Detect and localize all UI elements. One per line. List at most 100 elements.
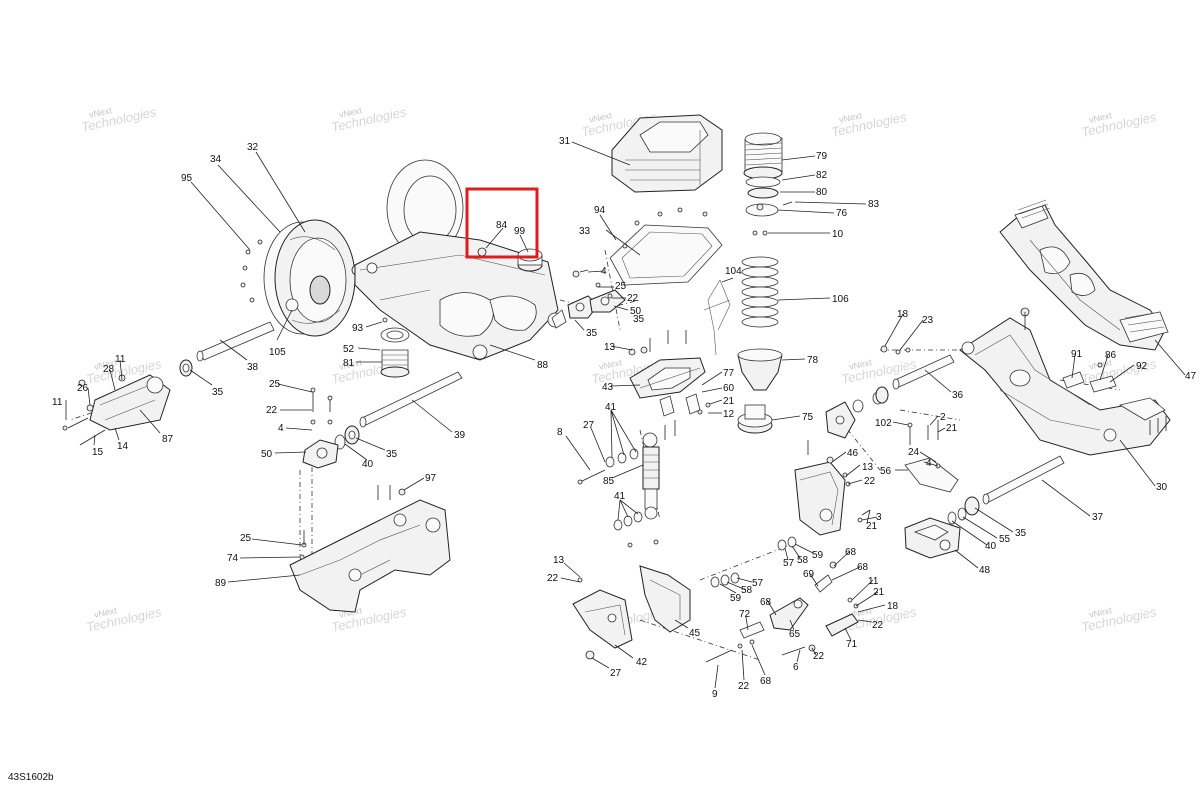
plate-42 xyxy=(572,577,633,660)
callout-22: 22 xyxy=(738,681,750,692)
callout-33: 33 xyxy=(579,226,591,237)
callout-26: 26 xyxy=(77,383,89,394)
callout-76: 76 xyxy=(836,208,848,219)
callout-13: 13 xyxy=(862,462,874,473)
callout-94: 94 xyxy=(594,205,606,216)
callout-48: 48 xyxy=(979,565,991,576)
callout-41: 41 xyxy=(614,491,626,502)
callout-21: 21 xyxy=(873,587,885,598)
callout-21: 21 xyxy=(723,396,735,407)
callout-84: 84 xyxy=(496,220,508,231)
callout-47: 47 xyxy=(1185,371,1197,382)
callout-22: 22 xyxy=(547,573,559,584)
callout-88: 88 xyxy=(537,360,549,371)
callout-32: 32 xyxy=(247,142,259,153)
callout-25: 25 xyxy=(269,379,281,390)
callout-78: 78 xyxy=(807,355,819,366)
callout-87: 87 xyxy=(162,434,174,445)
gasket-plate-33 xyxy=(609,207,723,286)
callout-27: 27 xyxy=(583,420,595,431)
callout-11: 11 xyxy=(52,397,63,408)
callout-99: 99 xyxy=(514,226,526,237)
callout-102: 102 xyxy=(875,418,892,429)
svg-text:vNext: vNext xyxy=(93,357,118,372)
callout-105: 105 xyxy=(269,347,286,358)
watermark: vNext Technologies xyxy=(1080,109,1158,140)
callout-80: 80 xyxy=(816,187,828,198)
callout-22: 22 xyxy=(627,293,639,304)
callout-35: 35 xyxy=(586,328,598,339)
bracket-46 xyxy=(794,440,871,536)
spring-seat-assembly xyxy=(380,317,410,378)
svg-text:vNext: vNext xyxy=(588,110,613,125)
callout-13: 13 xyxy=(553,555,565,566)
callout-58: 58 xyxy=(741,585,753,596)
callout-41: 41 xyxy=(605,402,617,413)
svg-text:vNext: vNext xyxy=(838,110,863,125)
callout-18: 18 xyxy=(897,309,909,320)
callout-58: 58 xyxy=(797,555,809,566)
shaft-37 xyxy=(947,455,1065,525)
callout-95: 95 xyxy=(181,173,193,184)
guard-45 xyxy=(639,539,691,633)
plate-56 xyxy=(904,420,959,493)
callout-68: 68 xyxy=(845,547,857,558)
svg-text:vNext: vNext xyxy=(338,357,363,372)
watermark: vNext Technologies xyxy=(85,604,163,635)
callout-83: 83 xyxy=(868,199,880,210)
callout-92: 92 xyxy=(1136,361,1148,372)
linkage-assembly xyxy=(705,536,859,663)
svg-text:vNext: vNext xyxy=(848,357,873,372)
callout-27: 27 xyxy=(610,668,622,679)
long-shaft-39 xyxy=(334,371,463,450)
svg-text:vNext: vNext xyxy=(93,605,118,620)
air-box-31 xyxy=(611,114,723,193)
callout-57: 57 xyxy=(752,578,764,589)
callout-45: 45 xyxy=(689,628,701,639)
callout-69: 69 xyxy=(803,569,815,580)
callout-97: 97 xyxy=(425,473,437,484)
callout-22: 22 xyxy=(872,620,884,631)
callout-13: 13 xyxy=(604,342,616,353)
svg-text:vNext: vNext xyxy=(88,105,113,120)
svg-text:vNext: vNext xyxy=(338,105,363,120)
callout-74: 74 xyxy=(227,553,239,564)
callout-22: 22 xyxy=(813,651,825,662)
callout-72: 72 xyxy=(739,609,751,620)
callout-4: 4 xyxy=(601,266,607,277)
callout-50: 50 xyxy=(261,449,273,460)
spring-stack xyxy=(737,132,793,434)
bracket-center xyxy=(551,269,626,329)
callout-31: 31 xyxy=(559,136,571,147)
callout-36: 36 xyxy=(952,390,964,401)
callout-14: 14 xyxy=(117,441,129,452)
callout-77: 77 xyxy=(723,368,735,379)
callout-59: 59 xyxy=(812,550,824,561)
callout-93: 93 xyxy=(352,323,364,334)
callout-35: 35 xyxy=(212,387,224,398)
callout-81: 81 xyxy=(343,358,355,369)
callout-57: 57 xyxy=(783,558,795,569)
svg-text:vNext: vNext xyxy=(1088,605,1113,620)
callout-18: 18 xyxy=(887,601,899,612)
callout-46: 46 xyxy=(847,448,859,459)
callout-3: 3 xyxy=(876,512,882,523)
shock-absorber-85 xyxy=(577,420,676,548)
callout-82: 82 xyxy=(816,170,828,181)
callout-35: 35 xyxy=(633,314,645,325)
callout-21: 21 xyxy=(866,521,878,532)
callout-12: 12 xyxy=(723,409,735,420)
gearbox-housing-88 xyxy=(354,159,563,361)
callout-85: 85 xyxy=(603,476,615,487)
callouts: 34 32 95 105 38 35 28 11 26 11 15 14 87 … xyxy=(52,136,1197,700)
callout-2: 2 xyxy=(940,412,946,423)
callout-4: 4 xyxy=(278,423,284,434)
callout-59: 59 xyxy=(730,593,742,604)
callout-9: 9 xyxy=(712,689,718,700)
callout-75: 75 xyxy=(802,412,814,423)
svg-text:vNext: vNext xyxy=(598,357,623,372)
callout-24: 24 xyxy=(908,447,920,458)
watermark: vNext Technologies xyxy=(80,104,158,135)
callout-43: 43 xyxy=(602,382,614,393)
